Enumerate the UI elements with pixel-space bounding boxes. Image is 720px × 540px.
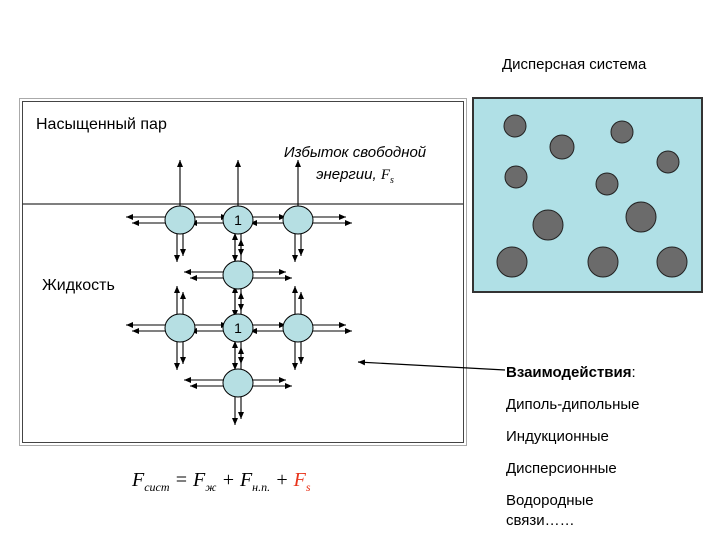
liquid-vapor-frame xyxy=(19,98,467,446)
formula-equals: = xyxy=(169,469,194,491)
excess-free-energy-label: Избыток свободной энергии, Fs xyxy=(240,142,470,192)
formula-plus-2: + xyxy=(270,469,294,491)
interactions-title-text: Взаимодействия xyxy=(506,364,632,381)
interaction-bonds: связи…… xyxy=(506,512,575,529)
dispersed-particle-10 xyxy=(587,246,619,278)
excess-energy-prefix: энергии, xyxy=(316,166,381,183)
saturated-vapor-label: Насыщенный пар xyxy=(36,116,167,133)
disperse-system-title: Дисперсная система xyxy=(502,56,647,73)
dispersed-particle-6 xyxy=(595,172,619,196)
molecule-2 xyxy=(222,205,254,235)
molecule-6 xyxy=(222,313,254,343)
formula-t3-symbol: F xyxy=(293,469,306,491)
liquid-label: Жидкость xyxy=(42,277,115,294)
molecule-8 xyxy=(222,368,254,398)
interaction-induction: Индукционные xyxy=(506,428,609,445)
molecule-1 xyxy=(164,205,196,235)
interactions-title: Взаимодействия: xyxy=(506,364,636,381)
dispersed-particle-5 xyxy=(504,165,528,189)
interaction-dipole: Диполь-дипольные xyxy=(506,396,640,413)
dispersed-particle-7 xyxy=(532,209,564,241)
interaction-hydrogen: Водородные xyxy=(506,492,594,509)
molecule-label: 1 xyxy=(234,212,242,228)
formula-t1-sub: ж xyxy=(205,480,217,494)
excess-energy-line2: энергии, Fs xyxy=(240,164,470,192)
molecule-5 xyxy=(164,313,196,343)
formula-lhs-symbol: F xyxy=(132,469,145,491)
excess-energy-line1: Избыток свободной xyxy=(283,144,427,161)
molecule-3 xyxy=(282,205,314,235)
formula-t3-sub: s xyxy=(305,480,311,494)
fs-symbol: F xyxy=(380,167,390,183)
dispersed-particle-3 xyxy=(549,134,575,160)
dispersed-particle-9 xyxy=(496,246,528,278)
dispersed-particle-2 xyxy=(610,120,634,144)
dispersed-particle-8 xyxy=(625,201,657,233)
formula-lhs-sub: сист xyxy=(144,480,170,494)
free-energy-formula: Fсист = Fж + Fн.п. + Fs xyxy=(132,469,311,495)
formula-t2-sub: н.п. xyxy=(252,480,271,494)
formula-t2-symbol: F xyxy=(239,469,253,491)
interaction-pointer-arrow xyxy=(357,359,506,371)
molecule-label: 1 xyxy=(234,320,242,336)
dispersed-particle-4 xyxy=(656,150,680,174)
interaction-dispersion: Дисперсионные xyxy=(506,460,617,477)
formula-plus-1: + xyxy=(216,469,240,491)
formula-t1-symbol: F xyxy=(193,469,206,491)
fs-subscript: s xyxy=(390,175,394,186)
dispersed-particle-1 xyxy=(503,114,527,138)
dispersed-particle-11 xyxy=(656,246,688,278)
molecule-4 xyxy=(222,260,254,290)
molecule-7 xyxy=(282,313,314,343)
interactions-title-colon: : xyxy=(631,364,636,381)
